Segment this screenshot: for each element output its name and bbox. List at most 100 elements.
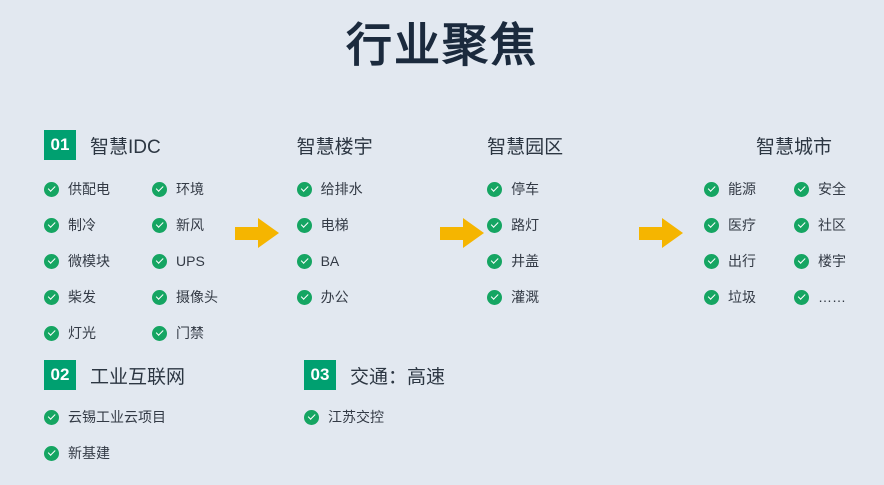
section-title: 交通：高速 bbox=[350, 366, 446, 388]
list-item[interactable]: 制冷 bbox=[44, 212, 152, 238]
list-item-label: 新基建 bbox=[68, 445, 110, 461]
list-item[interactable]: 门禁 bbox=[152, 320, 260, 346]
check-circle-icon bbox=[793, 253, 809, 269]
check-circle-icon bbox=[487, 181, 503, 197]
check-circle-icon bbox=[703, 181, 719, 197]
list-item[interactable]: 社区 bbox=[793, 212, 884, 238]
check-circle-icon bbox=[304, 409, 319, 425]
check-circle-icon bbox=[152, 217, 167, 233]
list-item-label: 灯光 bbox=[68, 325, 96, 341]
check-circle-icon bbox=[152, 289, 167, 305]
list-item-label: 停车 bbox=[511, 181, 540, 197]
list-item[interactable]: 办公 bbox=[296, 284, 437, 310]
list-item[interactable]: 井盖 bbox=[487, 248, 627, 274]
flow-column-smart-building: 智慧楼宇 给排水 电梯 BA 办公 bbox=[283, 130, 437, 310]
list-item[interactable]: 环境 bbox=[152, 176, 260, 202]
check-circle-icon bbox=[44, 289, 59, 305]
check-circle-icon bbox=[296, 289, 312, 305]
column-title: 智慧城市 bbox=[755, 136, 832, 158]
list-item-label: 能源 bbox=[727, 181, 756, 197]
check-circle-icon bbox=[793, 217, 809, 233]
list-item-label: 路灯 bbox=[511, 217, 540, 233]
list-item[interactable]: 新基建 bbox=[44, 440, 244, 466]
list-item[interactable]: 电梯 bbox=[296, 212, 437, 238]
check-circle-icon bbox=[703, 289, 719, 305]
arrow-right-icon bbox=[235, 217, 280, 248]
list-item-label: 社区 bbox=[817, 217, 846, 233]
item-list: 供配电 制冷 微模块 柴发 灯光 环境 新风 UPS 摄像头 门禁 bbox=[44, 176, 232, 346]
list-item[interactable]: 路灯 bbox=[487, 212, 627, 238]
list-item[interactable]: 给排水 bbox=[296, 176, 437, 202]
list-item[interactable]: 停车 bbox=[487, 176, 627, 202]
column-header: 智慧城市 bbox=[704, 130, 884, 160]
list-item[interactable]: 云锡工业云项目 bbox=[44, 404, 244, 430]
check-circle-icon bbox=[487, 289, 503, 305]
list-item[interactable]: 医疗 bbox=[703, 212, 794, 238]
list-item[interactable]: 新风 bbox=[152, 212, 260, 238]
flow-arrow-3 bbox=[635, 130, 686, 315]
check-circle-icon bbox=[487, 253, 503, 269]
list-item[interactable]: 供配电 bbox=[44, 176, 152, 202]
list-item-label: 楼宇 bbox=[817, 253, 846, 269]
list-item-label: 供配电 bbox=[68, 181, 110, 197]
section-header: 03 交通：高速 bbox=[304, 360, 590, 390]
list-item[interactable]: …… bbox=[793, 284, 884, 310]
list-item-label: 垃圾 bbox=[727, 289, 756, 305]
item-list: 云锡工业云项目 新基建 bbox=[44, 404, 290, 466]
check-circle-icon bbox=[296, 217, 312, 233]
column-title: 智慧IDC bbox=[90, 136, 161, 158]
list-item-label: 环境 bbox=[176, 181, 204, 197]
section-header: 02 工业互联网 bbox=[44, 360, 290, 390]
bottom-sections: 02 工业互联网 云锡工业云项目 新基建 03 交通：高速 江苏交控 bbox=[0, 360, 884, 466]
list-item[interactable]: 能源 bbox=[703, 176, 794, 202]
list-item-label: 柴发 bbox=[68, 289, 96, 305]
list-item[interactable]: BA bbox=[296, 248, 437, 274]
list-item[interactable]: 摄像头 bbox=[152, 284, 260, 310]
list-item-label: …… bbox=[817, 289, 846, 305]
section-transport-highway: 03 交通：高速 江苏交控 bbox=[290, 360, 590, 466]
arrow-right-icon bbox=[439, 217, 484, 248]
list-item[interactable]: 柴发 bbox=[44, 284, 152, 310]
check-circle-icon bbox=[703, 253, 719, 269]
list-item-label: 江苏交控 bbox=[328, 409, 384, 425]
list-item[interactable]: 安全 bbox=[793, 176, 884, 202]
check-circle-icon bbox=[44, 445, 59, 461]
check-circle-icon bbox=[44, 409, 59, 425]
list-item-label: 安全 bbox=[817, 181, 846, 197]
list-item-label: BA bbox=[320, 253, 340, 269]
list-item[interactable]: 出行 bbox=[703, 248, 794, 274]
flow-column-smart-city: 智慧城市 能源 医疗 出行 垃圾 安全 社区 楼宇 …… bbox=[686, 130, 884, 310]
list-item[interactable]: 江苏交控 bbox=[304, 404, 504, 430]
check-circle-icon bbox=[44, 253, 59, 269]
check-circle-icon bbox=[703, 217, 719, 233]
check-circle-icon bbox=[44, 217, 59, 233]
list-item-label: 给排水 bbox=[320, 181, 363, 197]
list-item-label: 办公 bbox=[320, 289, 349, 305]
column-header: 01 智慧IDC bbox=[44, 130, 232, 160]
arrow-right-icon bbox=[638, 217, 683, 248]
column-header: 智慧园区 bbox=[487, 130, 635, 160]
list-item[interactable]: 楼宇 bbox=[793, 248, 884, 274]
list-item[interactable]: 微模块 bbox=[44, 248, 152, 274]
check-circle-icon bbox=[793, 289, 809, 305]
check-circle-icon bbox=[44, 181, 59, 197]
section-industrial-internet: 02 工业互联网 云锡工业云项目 新基建 bbox=[0, 360, 290, 466]
flow-arrow-2 bbox=[437, 130, 488, 315]
check-circle-icon bbox=[487, 217, 503, 233]
check-circle-icon bbox=[296, 181, 312, 197]
list-item[interactable]: UPS bbox=[152, 248, 260, 274]
list-item-label: 门禁 bbox=[176, 325, 204, 341]
list-item-label: 井盖 bbox=[511, 253, 540, 269]
list-item[interactable]: 灌溉 bbox=[487, 284, 627, 310]
item-list: 江苏交控 bbox=[304, 404, 590, 430]
list-item[interactable]: 灯光 bbox=[44, 320, 152, 346]
column-header: 智慧楼宇 bbox=[297, 130, 437, 160]
list-item-label: 灌溉 bbox=[511, 289, 540, 305]
check-circle-icon bbox=[152, 181, 167, 197]
list-item-label: 出行 bbox=[727, 253, 756, 269]
column-title: 智慧楼宇 bbox=[296, 136, 373, 158]
list-item-label: 摄像头 bbox=[176, 289, 218, 305]
list-item[interactable]: 垃圾 bbox=[703, 284, 794, 310]
flow-arrow-1 bbox=[232, 130, 283, 315]
item-list: 能源 医疗 出行 垃圾 安全 社区 楼宇 …… bbox=[703, 176, 884, 310]
